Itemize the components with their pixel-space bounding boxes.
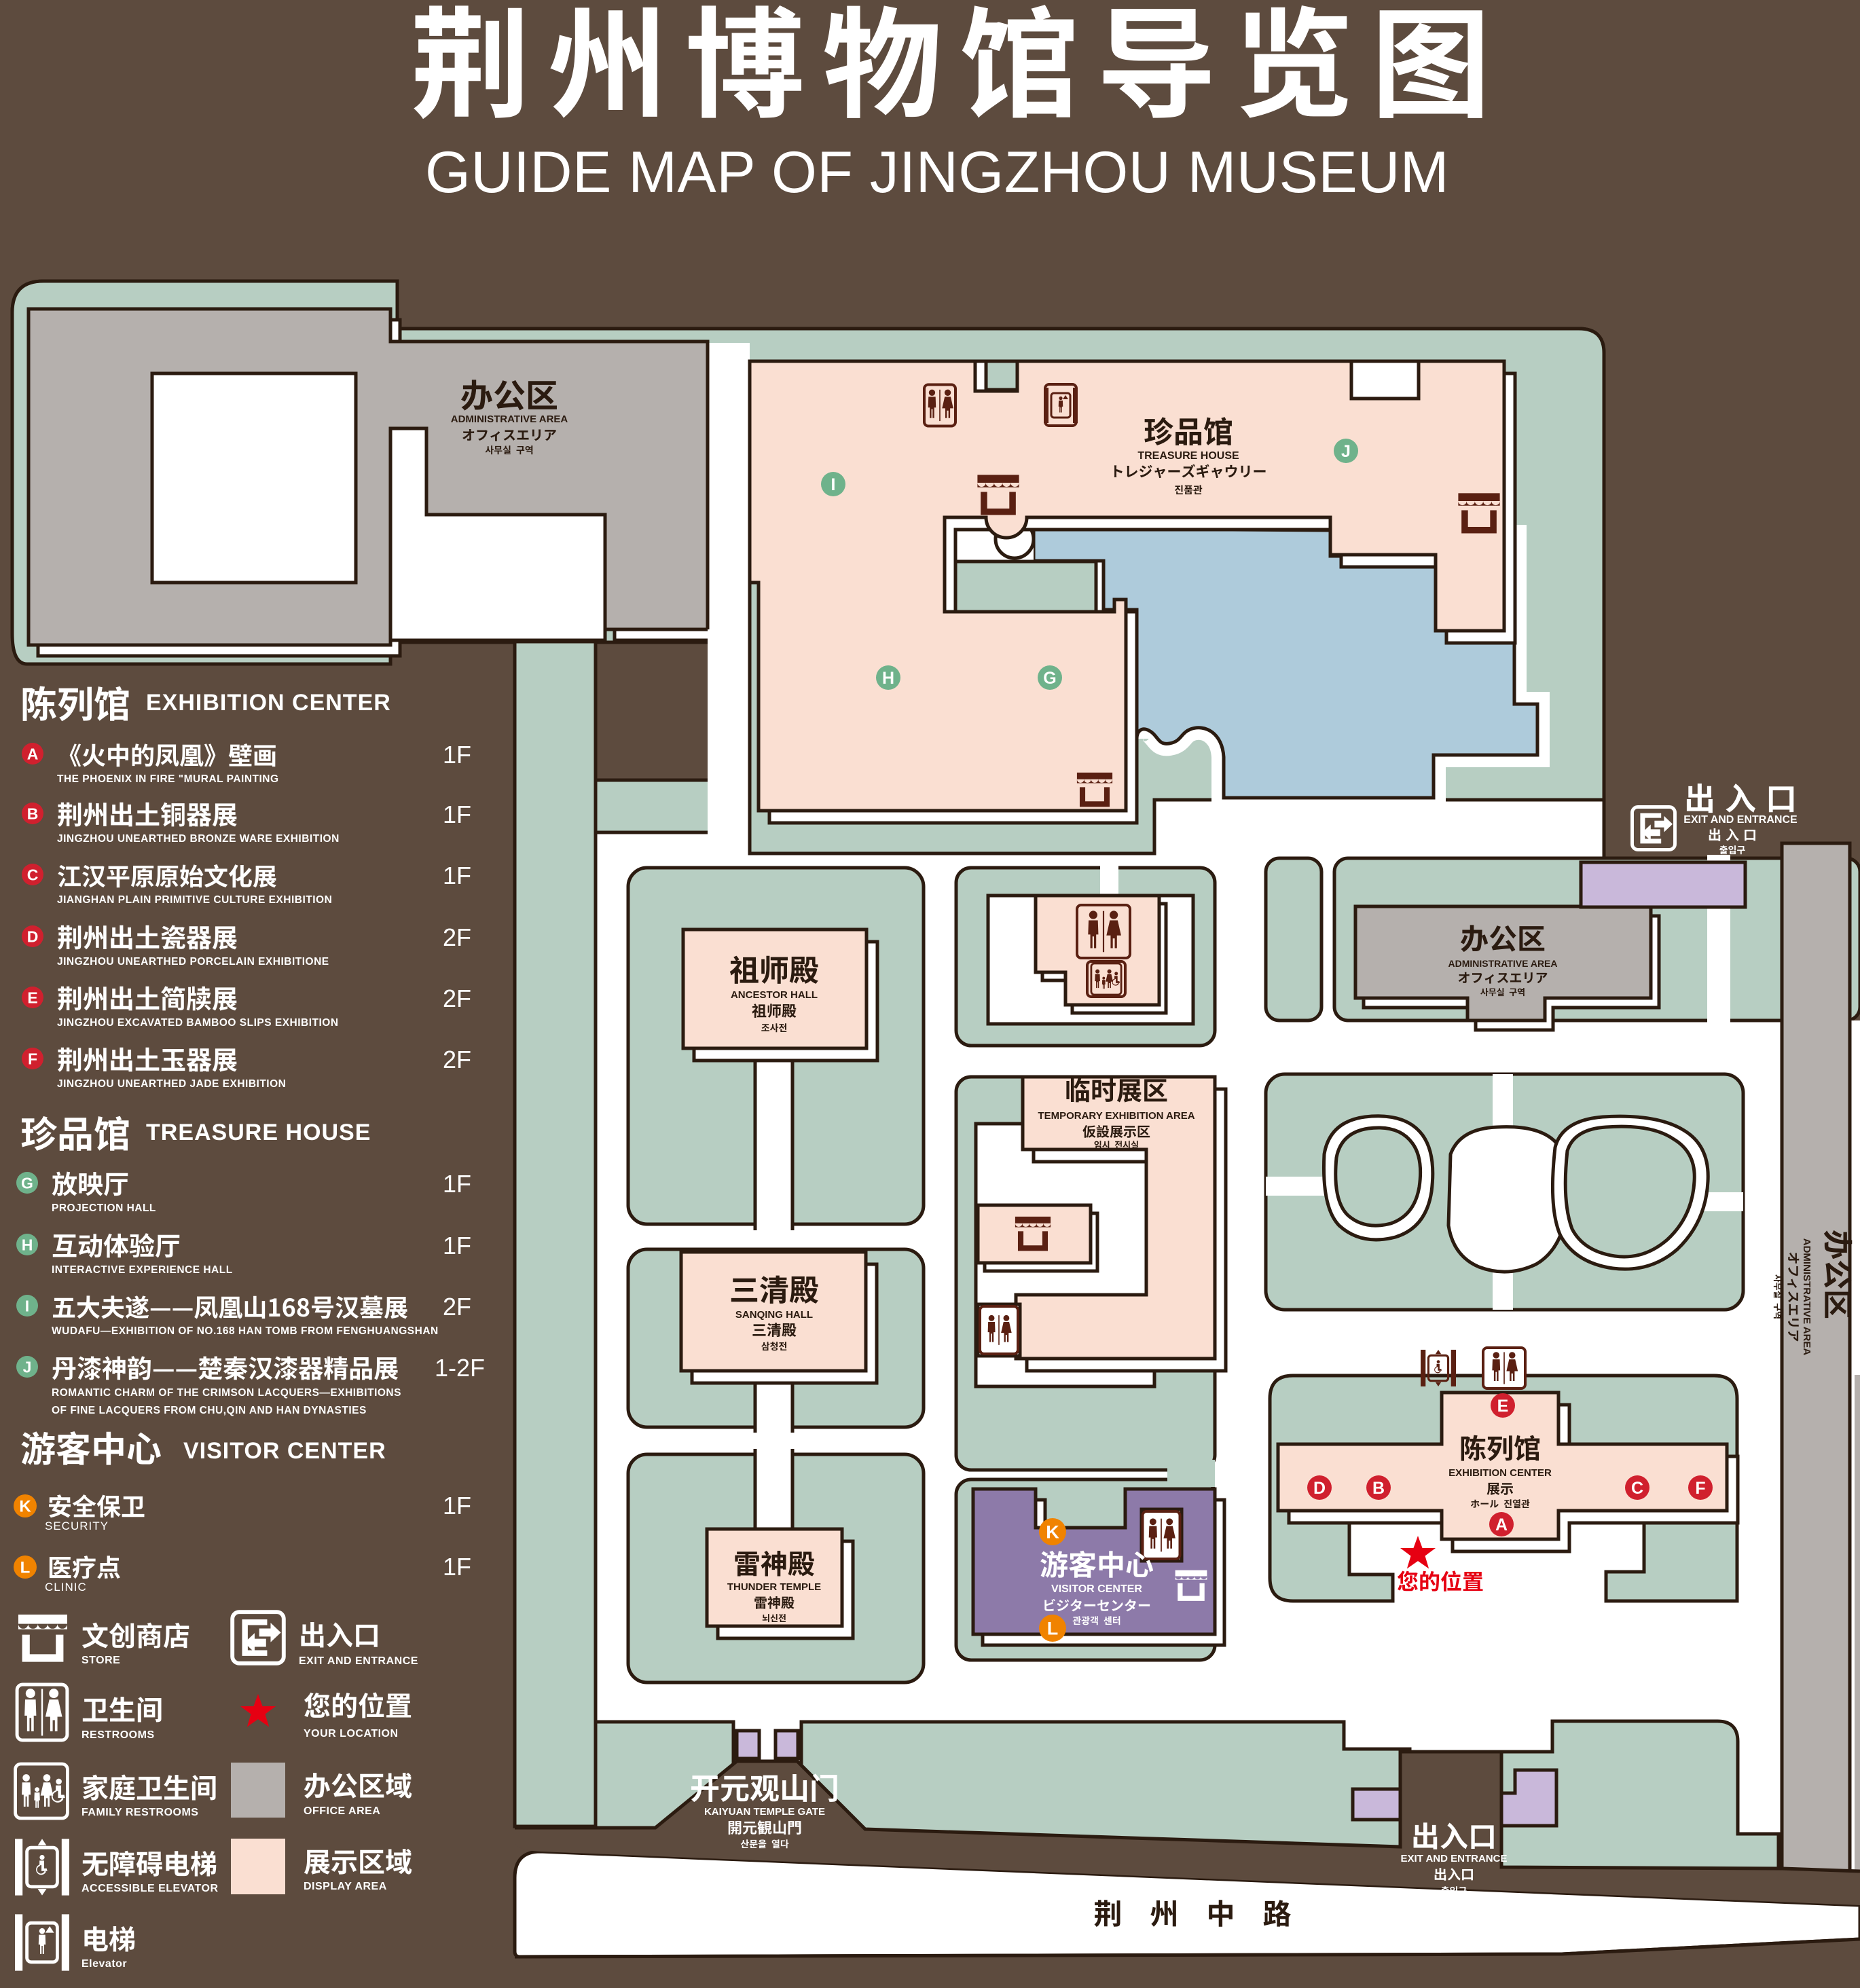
svg-text:F: F — [28, 1050, 37, 1067]
svg-text:D: D — [1313, 1479, 1326, 1498]
svg-text:SANQING HALL: SANQING HALL — [735, 1309, 813, 1321]
svg-text:YOUR LOCATION: YOUR LOCATION — [304, 1728, 399, 1740]
svg-text:K: K — [19, 1498, 31, 1516]
svg-text:B: B — [1372, 1479, 1385, 1498]
svg-text:VISITOR CENTER: VISITOR CENTER — [1051, 1583, 1142, 1595]
svg-text:2F: 2F — [443, 923, 471, 951]
svg-text:G: G — [21, 1174, 33, 1192]
svg-text:ROMANTIC CHARM OF THE CRIMSON: ROMANTIC CHARM OF THE CRIMSON LACQUERS—E… — [52, 1387, 401, 1399]
svg-text:K: K — [1046, 1522, 1059, 1543]
svg-text:JINGZHOU EXCAVATED BAMBOO SLIP: JINGZHOU EXCAVATED BAMBOO SLIPS EXHIBITI… — [57, 1017, 339, 1029]
svg-text:2F: 2F — [443, 1046, 471, 1073]
svg-text:Elevator: Elevator — [81, 1958, 127, 1970]
svg-text:TREASURE HOUSE: TREASURE HOUSE — [146, 1120, 371, 1145]
svg-text:D: D — [27, 927, 39, 945]
svg-text:EXHIBITION CENTER: EXHIBITION CENTER — [1448, 1467, 1552, 1479]
svg-text:RESTROOMS: RESTROOMS — [81, 1729, 155, 1741]
svg-text:JINGZHOU UNEARTHED PORCELAIN E: JINGZHOU UNEARTHED PORCELAIN EXHIBITIONE — [57, 956, 329, 968]
svg-text:I: I — [25, 1297, 29, 1314]
svg-text:G: G — [1043, 669, 1056, 688]
svg-text:B: B — [27, 805, 39, 822]
svg-text:JIANGHAN PLAIN PRIMITIVE CULTU: JIANGHAN PLAIN PRIMITIVE CULTURE EXHIBIT… — [57, 894, 332, 906]
svg-text:CLINIC: CLINIC — [45, 1581, 87, 1594]
svg-text:E: E — [27, 989, 37, 1006]
svg-text:ACCESSIBLE ELEVATOR: ACCESSIBLE ELEVATOR — [81, 1883, 219, 1894]
svg-text:EXIT AND ENTRANCE: EXIT AND ENTRANCE — [299, 1655, 418, 1667]
svg-text:L: L — [20, 1559, 31, 1577]
svg-text:DISPLAY AREA: DISPLAY AREA — [304, 1881, 387, 1892]
svg-text:THUNDER TEMPLE: THUNDER TEMPLE — [727, 1581, 821, 1593]
svg-text:1-2F: 1-2F — [435, 1354, 485, 1382]
svg-text:ADMINISTRATIVE AREA: ADMINISTRATIVE AREA — [1448, 958, 1558, 969]
svg-text:EXHIBITION CENTER: EXHIBITION CENTER — [146, 690, 391, 716]
svg-text:OF FINE LACQUERS FROM CHU,QIN: OF FINE LACQUERS FROM CHU,QIN AND HAN DY… — [52, 1405, 367, 1416]
svg-text:WUDAFU—EXHIBITION OF NO.168 HA: WUDAFU—EXHIBITION OF NO.168 HAN TOMB FRO… — [52, 1325, 439, 1337]
svg-text:EXIT AND ENTRANCE: EXIT AND ENTRANCE — [1401, 1853, 1508, 1864]
svg-text:1F: 1F — [443, 862, 471, 889]
svg-text:I: I — [831, 475, 836, 494]
svg-text:ANCESTOR HALL: ANCESTOR HALL — [731, 989, 818, 1001]
svg-text:1F: 1F — [443, 1232, 471, 1259]
svg-text:STORE: STORE — [81, 1655, 120, 1666]
svg-text:GUIDE MAP OF JINGZHOU MUSEUM: GUIDE MAP OF JINGZHOU MUSEUM — [425, 140, 1449, 205]
svg-text:H: H — [882, 669, 894, 688]
svg-text:KAIYUAN TEMPLE GATE: KAIYUAN TEMPLE GATE — [704, 1806, 825, 1818]
svg-text:L: L — [1047, 1619, 1059, 1639]
svg-text:A: A — [27, 745, 39, 762]
svg-text:SECURITY: SECURITY — [45, 1520, 109, 1532]
svg-text:TREASURE HOUSE: TREASURE HOUSE — [1137, 450, 1239, 462]
svg-text:1F: 1F — [443, 1553, 471, 1581]
svg-text:1F: 1F — [443, 741, 471, 769]
svg-text:2F: 2F — [443, 984, 471, 1012]
svg-text:JINGZHOU UNEARTHED BRONZE WARE: JINGZHOU UNEARTHED BRONZE WARE EXHIBITIO… — [57, 833, 340, 845]
svg-text:VISITOR CENTER: VISITOR CENTER — [183, 1438, 386, 1464]
svg-text:J: J — [23, 1358, 32, 1376]
svg-text:OFFICE AREA: OFFICE AREA — [304, 1805, 380, 1817]
svg-text:1F: 1F — [443, 1170, 471, 1198]
svg-text:H: H — [22, 1236, 33, 1253]
svg-text:ADMINISTRATIVE AREA: ADMINISTRATIVE AREA — [1801, 1238, 1812, 1356]
svg-text:FAMILY RESTROOMS: FAMILY RESTROOMS — [81, 1807, 198, 1818]
svg-text:1F: 1F — [443, 800, 471, 828]
svg-text:THE PHOENIX IN FIRE "MURAL PAI: THE PHOENIX IN FIRE "MURAL PAINTING — [57, 773, 279, 785]
svg-text:INTERACTIVE EXPERIENCE HALL: INTERACTIVE EXPERIENCE HALL — [52, 1264, 233, 1276]
svg-text:A: A — [1495, 1515, 1508, 1534]
svg-text:PROJECTION HALL: PROJECTION HALL — [52, 1202, 156, 1214]
svg-text:1F: 1F — [443, 1492, 471, 1520]
svg-text:EXIT AND ENTRANCE: EXIT AND ENTRANCE — [1683, 814, 1798, 826]
svg-text:C: C — [27, 866, 39, 883]
svg-text:F: F — [1695, 1479, 1705, 1498]
svg-text:E: E — [1497, 1397, 1509, 1416]
svg-text:2F: 2F — [443, 1293, 471, 1321]
svg-text:J: J — [1341, 442, 1351, 461]
svg-text:C: C — [1631, 1479, 1643, 1498]
svg-text:JINGZHOU UNEARTHED JADE EXHIBI: JINGZHOU UNEARTHED JADE EXHIBITION — [57, 1078, 286, 1090]
svg-text:TEMPORARY EXHIBITION AREA: TEMPORARY EXHIBITION AREA — [1038, 1110, 1195, 1122]
svg-text:ADMINISTRATIVE AREA: ADMINISTRATIVE AREA — [451, 413, 568, 425]
